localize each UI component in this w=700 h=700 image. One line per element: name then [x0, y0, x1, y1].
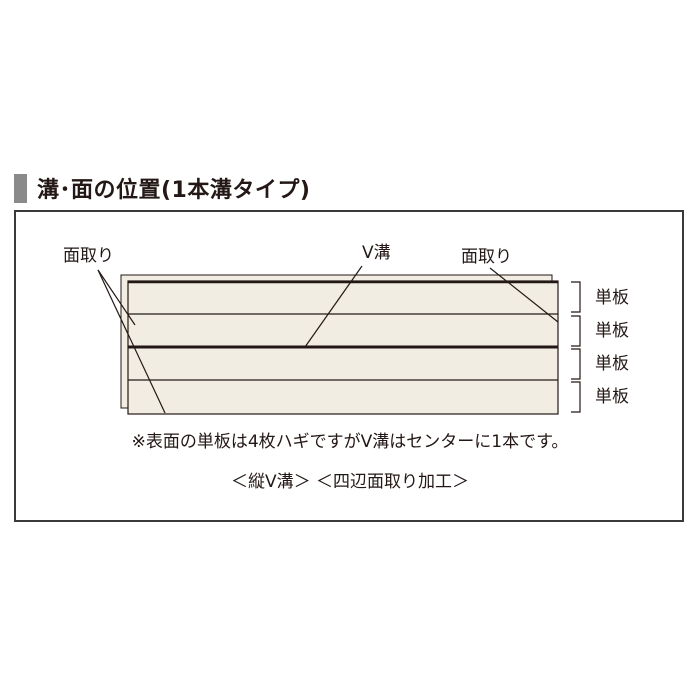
footnote: ※表面の単板は4枚ハギですがV溝はセンターに1本です。 — [131, 432, 569, 452]
veneer-label: 単板 — [595, 321, 629, 341]
label-chamfer-left: 面取り — [63, 246, 114, 266]
veneer-brackets — [571, 281, 581, 413]
veneer-label: 単板 — [595, 288, 629, 308]
label-chamfer-right: 面取り — [461, 247, 512, 267]
leader-chamfer-right — [489, 267, 559, 323]
veneer-label: 単板 — [595, 354, 629, 374]
caption: ＜縦V溝＞ ＜四辺面取り加工＞ — [230, 472, 470, 492]
heading-title: 溝･面の位置(1本溝タイプ) — [37, 178, 311, 203]
leader-chamfer-left-2 — [97, 269, 166, 414]
leader-v-groove — [304, 265, 363, 348]
veneer-label: 単板 — [595, 387, 629, 407]
label-v-groove: V溝 — [362, 243, 391, 263]
diagram-frame — [14, 210, 684, 522]
section-heading: 溝･面の位置(1本溝タイプ) — [14, 173, 310, 203]
leader-chamfer-left-1 — [97, 269, 136, 326]
heading-marker — [14, 173, 27, 203]
